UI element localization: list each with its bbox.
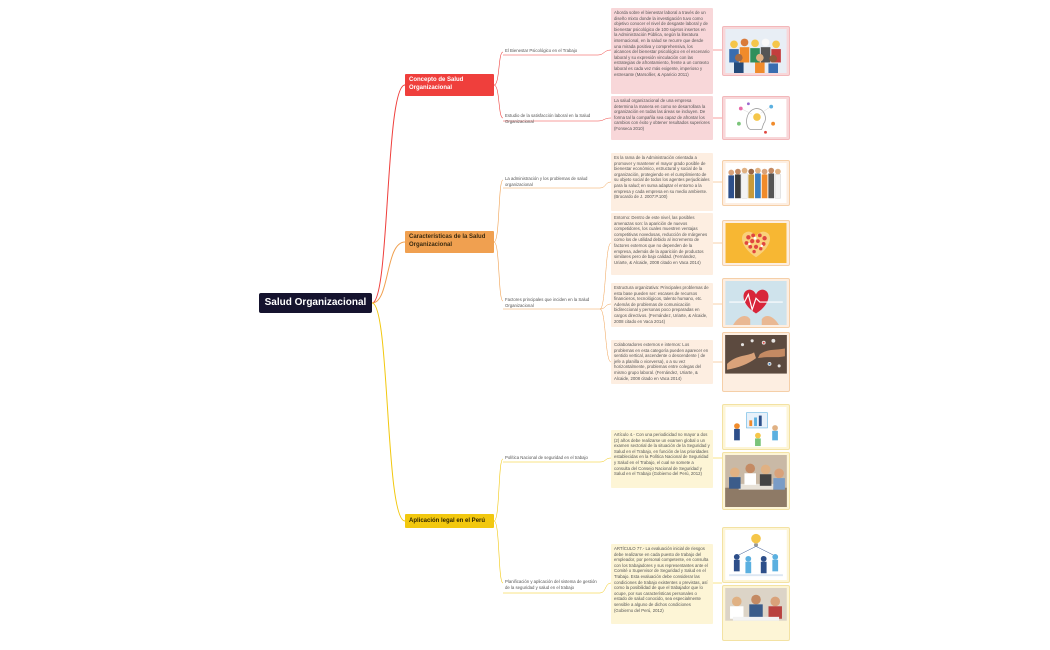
meeting-chart-image xyxy=(722,404,790,450)
subtopic-politica-nacional[interactable]: Política Nacional de seguridad en el tra… xyxy=(505,455,588,460)
team-meeting-image xyxy=(722,452,790,510)
lightbulb-head-image xyxy=(722,96,790,140)
subtopic-planificacion[interactable]: Planificación y aplicación del sistema d… xyxy=(505,579,597,590)
office-discussion-image xyxy=(722,585,790,641)
team-meeting-icon xyxy=(725,455,787,507)
heartbeat-hands-icon xyxy=(725,281,787,325)
detail-bienestar[interactable]: Aborda sobre el bienestar laboral a trav… xyxy=(611,8,713,94)
detail-articulo-4[interactable]: Artículo 4.- Con una periodicidad no may… xyxy=(611,430,713,488)
hands-network-icon xyxy=(725,335,787,389)
office-discussion-icon xyxy=(725,588,787,638)
detail-entorno[interactable]: Entorno: Dentro de este nivel, las posib… xyxy=(611,213,713,275)
topic-caracteristicas[interactable]: Características de la Salud Organizacion… xyxy=(405,231,494,253)
subtopic-administracion[interactable]: La administración y los problemas de sal… xyxy=(505,176,588,187)
detail-colaboradores[interactable]: Colaboradores externos e internos: Los p… xyxy=(611,340,713,384)
professionals-lineup-image xyxy=(722,160,790,206)
topic-aplicacion-legal[interactable]: Aplicación legal en el Perú xyxy=(405,514,494,528)
lightbulb-head-icon xyxy=(725,99,787,137)
subtopic-satisfaccion[interactable]: Estudio de la satisfacción laboral en la… xyxy=(505,113,591,124)
detail-satisfaccion[interactable]: La salud organizacional de una empresa d… xyxy=(611,96,713,140)
detail-administracion[interactable]: Es la rama de la Administración orientad… xyxy=(611,153,713,211)
heart-of-hearts-icon xyxy=(725,223,787,263)
professionals-lineup-icon xyxy=(725,163,787,203)
workers-group-icon xyxy=(725,29,787,73)
workers-group-image xyxy=(722,26,790,76)
subtopic-factores[interactable]: Factores principales que inciden en la S… xyxy=(505,297,590,308)
heartbeat-hands-image xyxy=(722,278,790,328)
subtopic-bienestar[interactable]: El Bienestar Psicológico en el Trabajo xyxy=(505,48,578,53)
topic-concepto-salud[interactable]: Concepto de Salud Organizacional xyxy=(405,74,494,96)
hands-network-image xyxy=(722,332,790,392)
root-topic[interactable]: Salud Organizacional xyxy=(259,293,372,313)
team-ideas-icon xyxy=(725,530,787,580)
team-ideas-image xyxy=(722,527,790,583)
detail-estructura[interactable]: Estructura organizativa: Principales pro… xyxy=(611,283,713,327)
heart-of-hearts-image xyxy=(722,220,790,266)
detail-articulo-77[interactable]: ARTÍCULO 77.- La evaluación inicial de r… xyxy=(611,544,713,624)
meeting-chart-icon xyxy=(725,407,787,447)
